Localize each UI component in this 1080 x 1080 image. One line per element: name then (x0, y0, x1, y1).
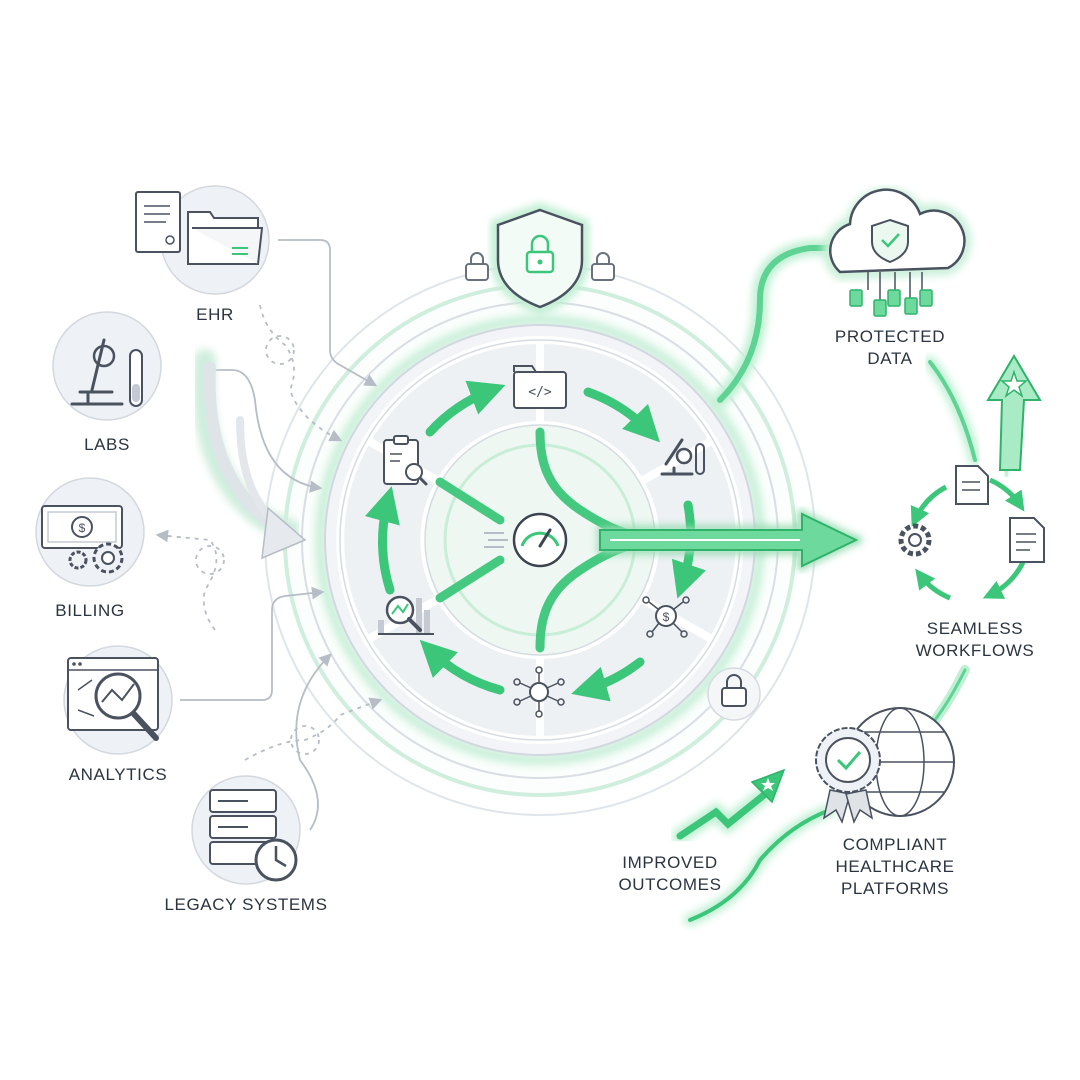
source-billing[interactable]: $ (35, 477, 145, 587)
microscope-icon (660, 438, 705, 476)
source-label-analytics: ANALYTICS (68, 765, 168, 784)
output-label-improved-outcomes: IMPROVED OUTCOMES (618, 853, 722, 894)
integration-hub: </> $ (240, 202, 864, 840)
network-coin-icon: $ (642, 596, 690, 638)
source-label-ehr: EHR (196, 305, 234, 324)
output-label-compliant-platforms: COMPLIANT HEALTHCARE PLATFORMS (835, 835, 955, 898)
rising-arrow-star-icon (672, 768, 786, 844)
source-legacy-systems[interactable] (191, 775, 301, 885)
source-connectors (155, 239, 383, 831)
code-folder-icon: </> (513, 365, 567, 409)
network-node-icon (513, 666, 565, 718)
source-label-billing: BILLING (55, 601, 125, 620)
source-analytics[interactable] (63, 645, 173, 755)
output-label-seamless-workflows: SEAMLESS WORKFLOWS (915, 619, 1035, 660)
output-arrow (598, 509, 864, 571)
source-label-labs: LABS (84, 435, 130, 454)
badge-globe-icon (815, 707, 955, 825)
svg-text:$: $ (663, 610, 670, 624)
speedometer-icon (484, 512, 568, 568)
padlock-icon (591, 252, 615, 281)
svg-text:</>: </> (528, 385, 552, 400)
server-clock-icon (209, 789, 298, 882)
magnifier-chart-icon (67, 657, 159, 741)
cloud-shield-icon (822, 187, 972, 317)
incoming-flow-arrow (192, 349, 307, 560)
folder-documents-icon (135, 191, 264, 265)
svg-text:$: $ (79, 521, 86, 535)
clipboard-search-icon (383, 435, 428, 486)
source-ehr[interactable] (135, 185, 270, 295)
source-labs[interactable] (52, 311, 162, 421)
padlock-icon (465, 252, 489, 281)
output-label-protected-data: PROTECTED DATA (834, 327, 946, 368)
source-label-legacy-systems: LEGACY SYSTEMS (164, 895, 328, 914)
padlock-icon (707, 667, 761, 721)
money-gears-icon: $ (41, 505, 124, 574)
microscope-icon (70, 338, 143, 407)
shield-lock-icon (491, 202, 589, 316)
cycle-gear-documents-icon (898, 465, 1045, 601)
output-connectors (684, 240, 981, 926)
rising-arrow-up-icon (986, 354, 1042, 480)
magnifier-chart-icon (378, 595, 434, 635)
